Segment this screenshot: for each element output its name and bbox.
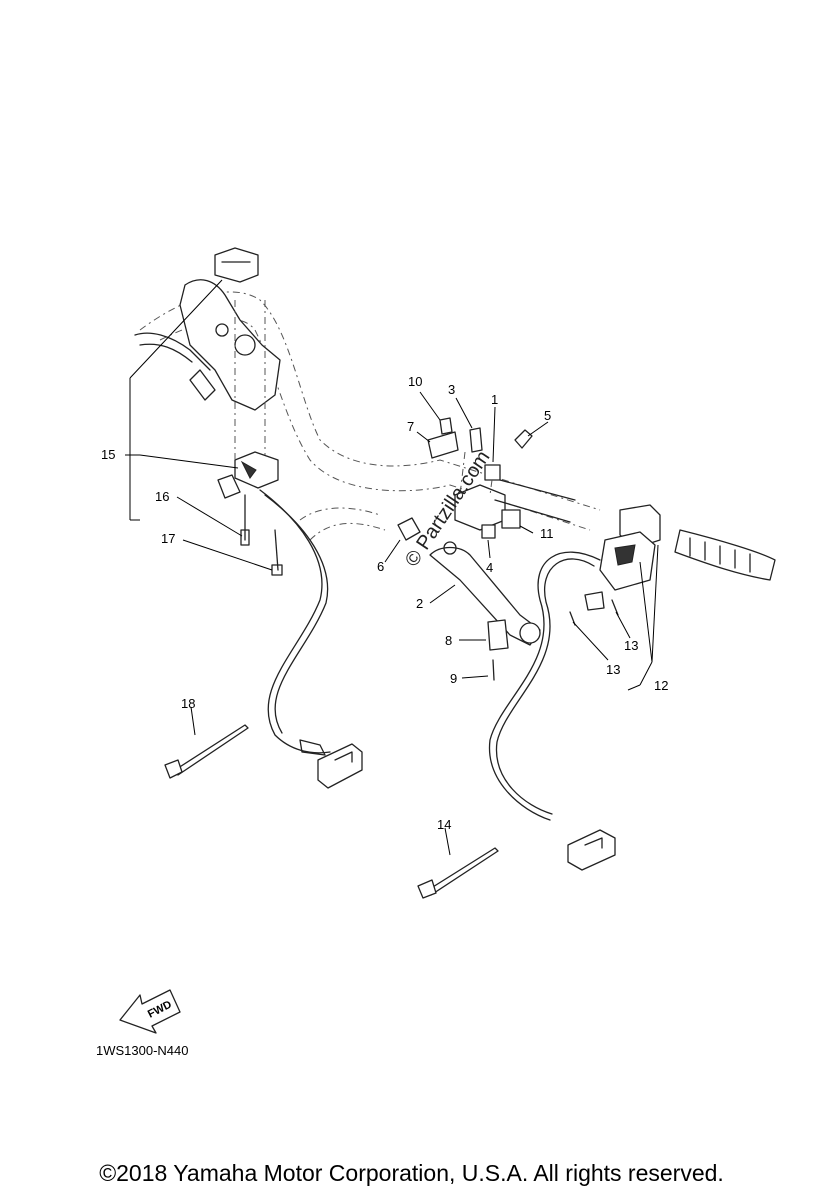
callout-16: 16	[155, 489, 169, 504]
fwd-arrow-icon: FWD	[119, 989, 181, 1034]
callout-15: 15	[101, 447, 115, 462]
left-clamp	[217, 300, 283, 576]
callout-13-upper: 13	[624, 638, 638, 653]
right-grip	[494, 479, 776, 581]
handlebar-outline	[139, 291, 601, 541]
copyright-notice: ©2018 Yamaha Motor Corporation, U.S.A. A…	[99, 1160, 724, 1186]
callout-3: 3	[448, 382, 455, 397]
callout-2: 2	[416, 596, 423, 611]
callout-8: 8	[445, 633, 452, 648]
left-wire-harness	[259, 489, 363, 789]
callout-17: 17	[161, 531, 175, 546]
callout-18: 18	[181, 696, 195, 711]
leader-lines	[125, 279, 659, 856]
callout-9: 9	[450, 671, 457, 686]
left-lever-holder	[134, 247, 281, 411]
callout-5: 5	[544, 408, 551, 423]
callout-4: 4	[486, 560, 493, 575]
right-wire-harness	[488, 551, 616, 871]
callout-6: 6	[377, 559, 384, 574]
callout-14: 14	[437, 817, 451, 832]
callout-12: 12	[654, 678, 668, 693]
cable-tie-14	[417, 847, 499, 899]
callout-13-lower: 13	[606, 662, 620, 677]
callout-7: 7	[407, 419, 414, 434]
cable-tie-18	[164, 724, 249, 779]
callout-10: 10	[408, 374, 422, 389]
callout-11: 11	[540, 526, 554, 541]
diagram-code: 1WS1300-N440	[96, 1043, 189, 1058]
callouts: 1 2 3 4 5 6 7 8 9 10 11 12 13 13 14 15 1…	[101, 374, 668, 832]
right-lever-holder	[397, 417, 541, 681]
right-switch-housing	[569, 504, 661, 626]
callout-1: 1	[491, 392, 498, 407]
